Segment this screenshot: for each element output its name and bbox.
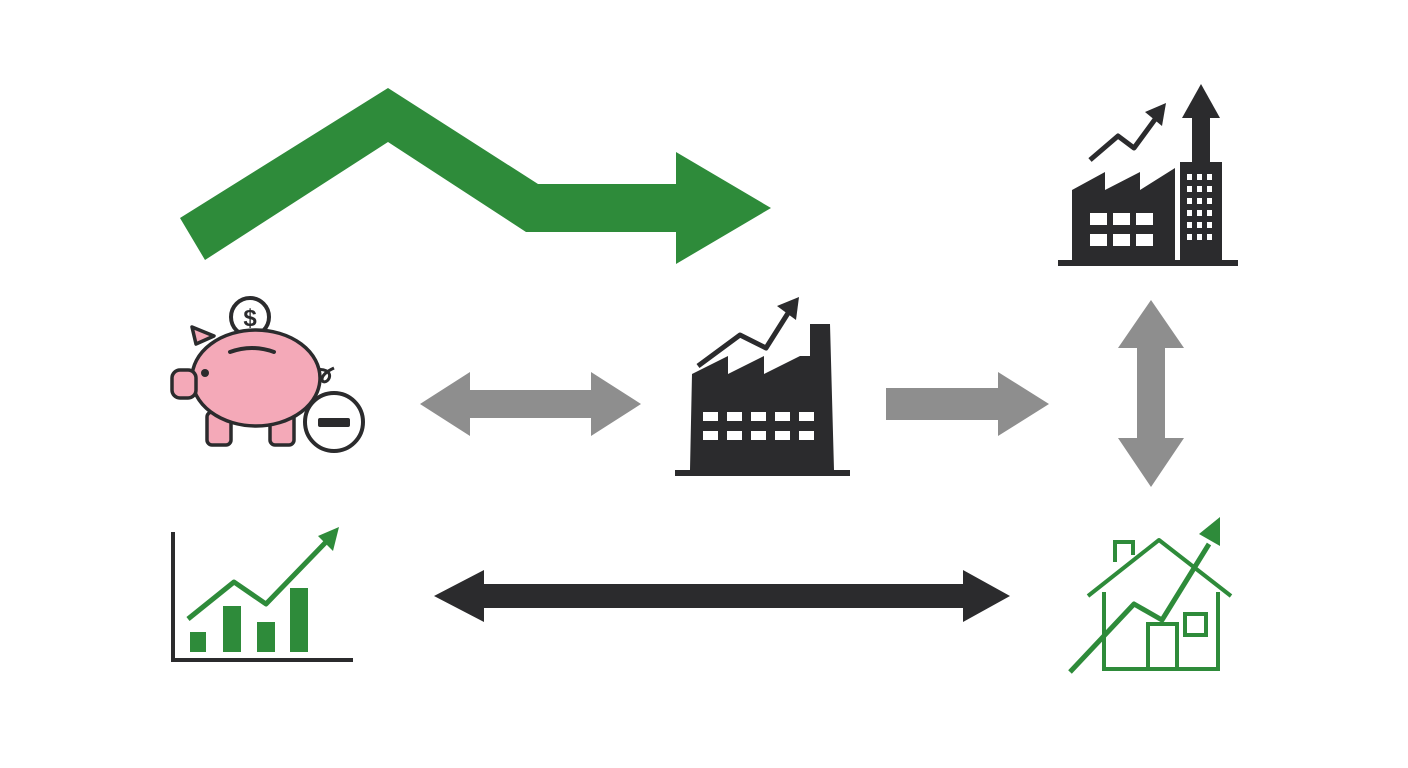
bar-chart-growth-icon — [171, 527, 353, 662]
chart-house-double-arrow — [434, 570, 1010, 622]
minus-circle-icon — [303, 391, 365, 453]
factory-icon — [675, 297, 850, 476]
industry-house-double-arrow — [1118, 300, 1184, 487]
industry-skyscraper-growth-icon — [1058, 84, 1238, 266]
coin-symbol: $ — [243, 305, 257, 332]
piggy-bank-icon: $ — [170, 296, 365, 453]
factory-industry-arrow — [886, 372, 1049, 436]
savings-factory-double-arrow — [420, 372, 641, 436]
green-zigzag-arrow-icon — [180, 88, 771, 264]
house-price-growth-icon — [1068, 517, 1233, 674]
dollar-coin-icon: $ — [229, 296, 271, 338]
